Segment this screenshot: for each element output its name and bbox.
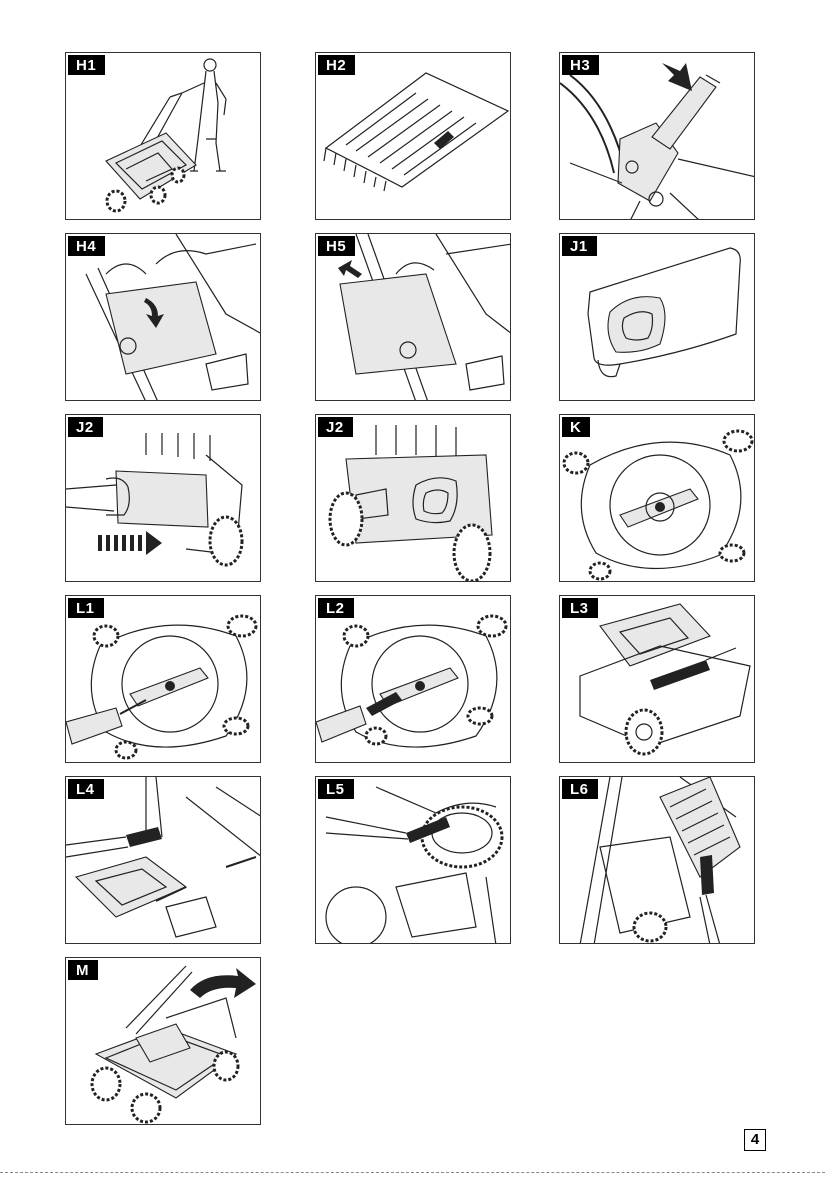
panel-j1: J1: [559, 233, 755, 401]
panel-j2b: J2: [315, 414, 511, 582]
brush-cleaning-icon: [560, 596, 755, 763]
panel-h4: H4: [65, 233, 261, 401]
mower-underside-icon: [560, 415, 755, 582]
panel-label: H5: [318, 236, 355, 256]
panel-h2: H2: [315, 52, 511, 220]
handle-lever-icon: [560, 53, 755, 220]
panel-label: L5: [318, 779, 354, 799]
motor-brushing-icon: [66, 777, 261, 944]
panel-l6: L6: [559, 776, 755, 944]
panel-h1: H1: [65, 52, 261, 220]
panel-l1: L1: [65, 595, 261, 763]
panel-l3: L3: [559, 595, 755, 763]
underside-cleaning-icon: [66, 596, 261, 763]
panel-label: K: [562, 417, 590, 437]
panel-label: M: [68, 960, 98, 980]
person-pushing-mower-icon: [66, 53, 261, 220]
panel-m: M: [65, 957, 261, 1125]
bag-cleaning-icon: [560, 777, 755, 944]
grass-bag-icon: [560, 234, 755, 401]
panel-label: J2: [318, 417, 353, 437]
panel-label: L6: [562, 779, 598, 799]
panel-label: L3: [562, 598, 598, 618]
panel-label: H3: [562, 55, 599, 75]
panel-j2a: J2: [65, 414, 261, 582]
folded-mower-icon: [66, 958, 261, 1125]
wheel-cleaning-icon: [316, 777, 511, 944]
panel-label: L1: [68, 598, 104, 618]
panel-label: J2: [68, 417, 103, 437]
page-number: 4: [744, 1129, 766, 1151]
mowing-pattern-icon: [316, 53, 511, 220]
panel-l4: L4: [65, 776, 261, 944]
panel-k: K: [559, 414, 755, 582]
panel-label: L2: [318, 598, 354, 618]
panel-label: H1: [68, 55, 105, 75]
underside-brush-icon: [316, 596, 511, 763]
bag-insert-icon: [66, 415, 261, 582]
panel-l5: L5: [315, 776, 511, 944]
grass-bag-remove-icon: [316, 234, 511, 401]
panel-label: H4: [68, 236, 105, 256]
panel-label: H2: [318, 55, 355, 75]
panel-label: L4: [68, 779, 104, 799]
bag-attached-icon: [316, 415, 511, 582]
panel-h3: H3: [559, 52, 755, 220]
panel-label: J1: [562, 236, 597, 256]
panel-l2: L2: [315, 595, 511, 763]
footer-divider: [0, 1172, 825, 1173]
panel-h5: H5: [315, 233, 511, 401]
grass-bag-install-icon: [66, 234, 261, 401]
